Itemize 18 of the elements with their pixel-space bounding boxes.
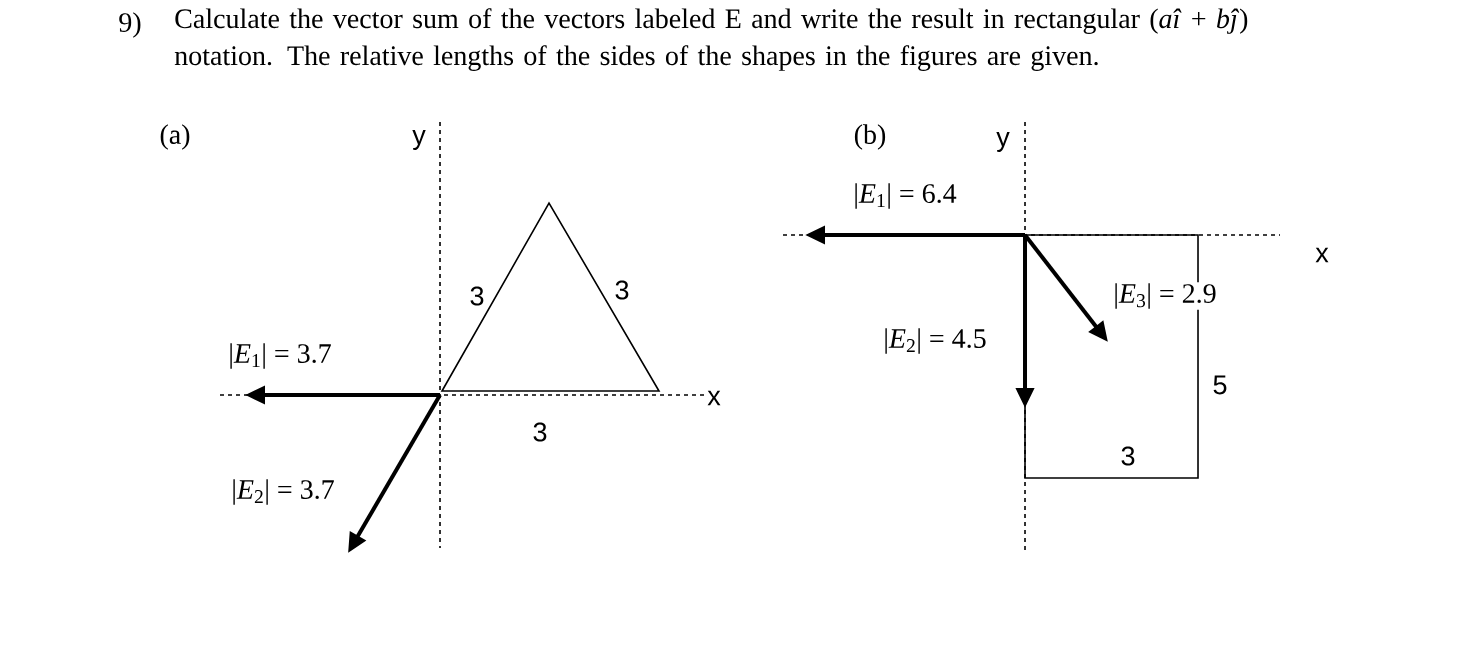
side-length-label: 5 <box>1213 375 1227 395</box>
question-text: Calculate the vector sum of the vectors labeled E and write the result in rectangular (aî + bĵ) notation. The relative lengths of the sides of the shapes in the figures are given. <box>174 8 1248 71</box>
axis-label: y <box>996 132 1010 152</box>
side-length-label: 3 <box>470 286 484 306</box>
side-length-label: 3 <box>533 422 547 442</box>
vector-label: |E$_{3}$| = 2.9 <box>1112 282 1218 310</box>
panel-label: (b) <box>854 124 886 150</box>
vector-label: |E$_{1}$| = 6.4 <box>855 183 957 209</box>
vector-label: |E$_{1}$| = 3.7 <box>230 343 331 369</box>
vector-label: |E$_{2}$| = 3.7 <box>233 479 334 505</box>
question-number: 9) <box>119 12 141 38</box>
panel-label: (a) <box>160 124 190 150</box>
vector-label: |E$_{2}$| = 4.5 <box>885 328 986 354</box>
side-length-label: 3 <box>615 280 629 300</box>
axis-label: x <box>707 390 721 406</box>
axis-label: x <box>1315 247 1329 263</box>
side-length-label: 3 <box>1121 446 1135 466</box>
axis-label: y <box>412 130 426 150</box>
